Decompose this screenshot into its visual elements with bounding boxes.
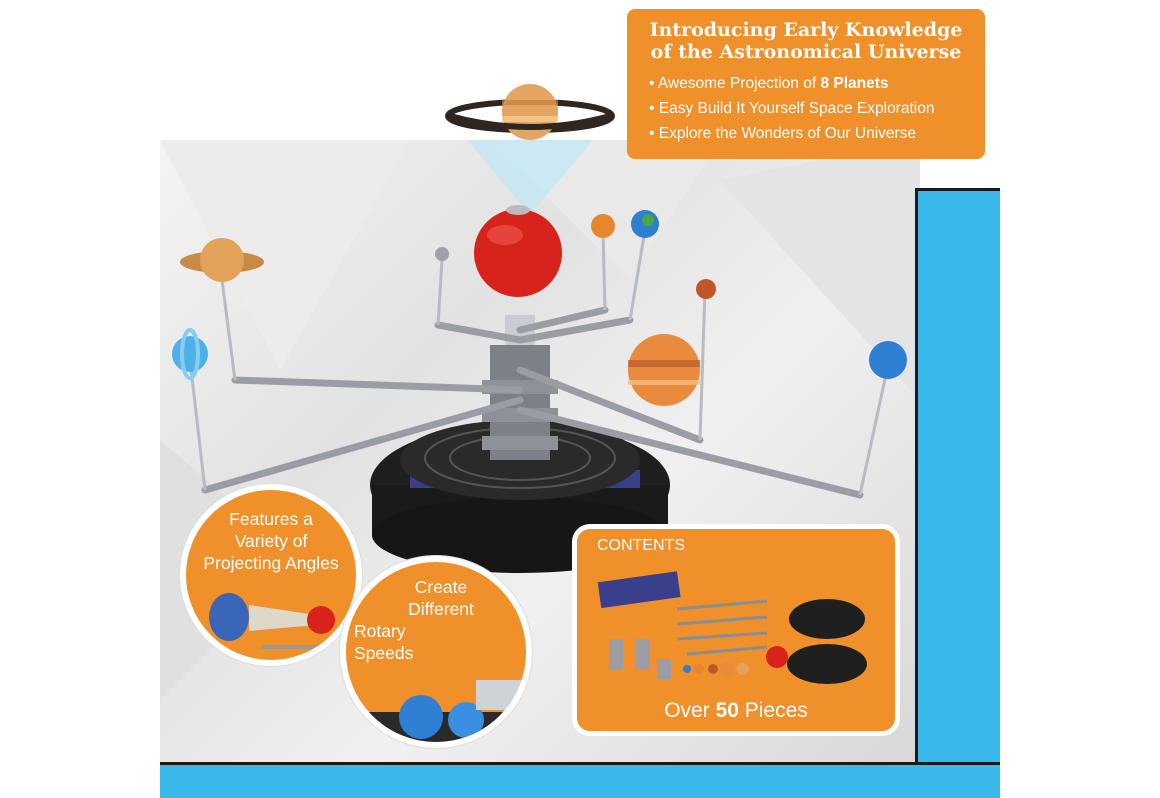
feature-speeds-text: Create Different xyxy=(376,576,506,620)
product-stage xyxy=(160,140,920,762)
pieces-count: Over 50 Pieces xyxy=(577,699,895,723)
gears-illustration xyxy=(366,680,526,742)
intro-callout: Introducing Early Knowledge of the Astro… xyxy=(627,9,985,159)
blue-panel-right xyxy=(915,188,1000,762)
feature-speeds-circle: Create Different Rotary Speeds xyxy=(340,556,532,748)
feature-angles-text: Features a Variety of Projecting Angles xyxy=(186,508,356,574)
feature-line: Speeds xyxy=(354,643,414,663)
venus xyxy=(591,214,615,238)
planet-arms xyxy=(201,306,864,499)
intro-bullet: Explore the Wonders of Our Universe xyxy=(649,121,969,146)
jupiter xyxy=(628,334,700,406)
projection-beam xyxy=(466,140,594,215)
intro-bullet: Easy Build It Yourself Space Exploration xyxy=(649,96,969,121)
feature-speeds-text-2: Rotary Speeds xyxy=(354,620,454,664)
uranus xyxy=(172,336,208,372)
feature-line: Features a xyxy=(229,509,313,529)
neptune xyxy=(869,341,907,379)
blue-panel-bottom xyxy=(160,762,1000,798)
pieces-prefix: Over xyxy=(664,699,716,722)
feature-line: Create xyxy=(414,577,468,597)
saturn xyxy=(200,238,244,282)
mercury xyxy=(435,247,449,261)
bullet-text: Awesome Projection of xyxy=(657,75,821,92)
bullet-text: Easy Build It Yourself Space Exploration xyxy=(658,100,935,117)
sun xyxy=(474,209,562,297)
projected-saturn-image xyxy=(445,84,615,140)
kit-parts-illustration xyxy=(597,571,867,684)
feature-angles-circle: Features a Variety of Projecting Angles xyxy=(180,484,362,666)
planetarium-illustration xyxy=(160,140,920,700)
contents-heading: CONTENTS xyxy=(597,537,685,554)
mars xyxy=(696,279,716,299)
bullet-bold: 8 Planets xyxy=(820,75,889,92)
pieces-number: 50 xyxy=(715,699,739,722)
intro-title-line2: of the Astronomical Universe xyxy=(650,41,962,63)
bullet-text: Explore the Wonders of Our Universe xyxy=(658,125,917,142)
feature-line: Projecting Angles xyxy=(203,553,339,573)
pieces-suffix: Pieces xyxy=(738,699,808,722)
intro-title-line1: Introducing Early Knowledge xyxy=(649,19,963,41)
intro-title: Introducing Early Knowledge of the Astro… xyxy=(643,19,969,63)
feature-line: Rotary xyxy=(354,621,406,641)
projection-angle-illustration xyxy=(209,593,341,649)
contents-box: CONTENTS Over 50 Pieces xyxy=(572,524,900,736)
feature-line: Variety of xyxy=(234,531,308,551)
intro-bullets: Awesome Projection of 8 Planets Easy Bui… xyxy=(643,71,969,146)
intro-bullet: Awesome Projection of 8 Planets xyxy=(649,71,969,96)
feature-line: Different xyxy=(408,599,474,619)
